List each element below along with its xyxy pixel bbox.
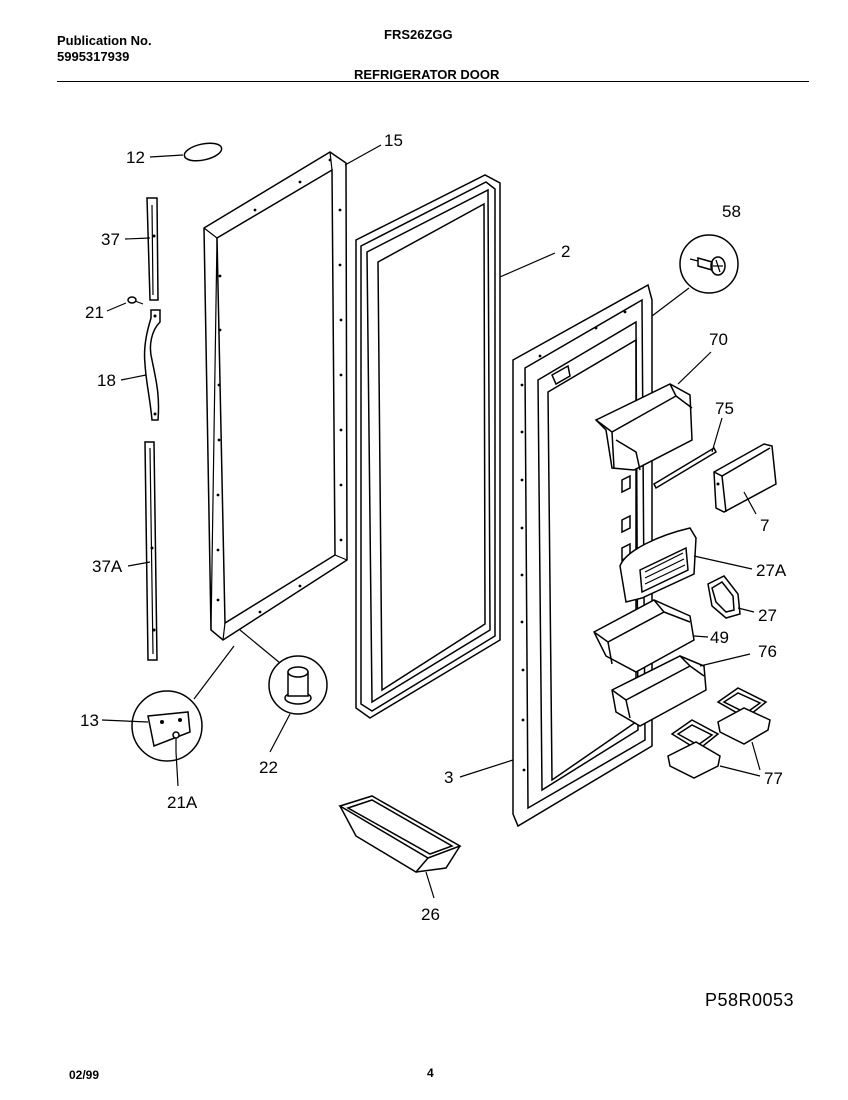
part-27a-dairy-door (619, 527, 697, 603)
callout-21: 21 (85, 303, 104, 322)
publication-number: 5995317939 (57, 49, 130, 64)
part-27-bracket (707, 575, 741, 619)
part-37-upper-trim (146, 197, 159, 301)
callout-3: 3 (444, 768, 453, 787)
callout-12: 12 (126, 148, 145, 167)
callout-77: 77 (764, 769, 783, 788)
part-12-plug (183, 142, 223, 162)
callout-15: 15 (384, 131, 403, 150)
part-37a-lower-trim (144, 441, 158, 661)
header-rule (57, 81, 809, 82)
part-26-tray (338, 795, 462, 873)
callout-75: 75 (715, 399, 734, 418)
model-number: FRS26ZGG (384, 27, 453, 42)
publication-label: Publication No. (57, 33, 152, 48)
part-58-screw (679, 234, 739, 294)
leader-lines (101, 144, 761, 899)
callout-27a: 27A (756, 561, 787, 580)
section-title: REFRIGERATOR DOOR (354, 67, 500, 82)
part-2-gasket (355, 174, 501, 719)
part-49-middle-bin (593, 599, 695, 673)
part-76-lower-bin (611, 655, 707, 727)
callout-49: 49 (710, 628, 729, 647)
callout-22: 22 (259, 758, 278, 777)
part-7-cover (713, 443, 777, 513)
callout-37: 37 (101, 230, 120, 249)
part-21-screw (127, 296, 144, 305)
part-15-door-frame (203, 151, 348, 641)
part-75-rail (653, 446, 717, 490)
callout-76: 76 (758, 642, 777, 661)
callout-18: 18 (97, 371, 116, 390)
callout-7: 7 (760, 516, 769, 535)
callout-13: 13 (80, 711, 99, 730)
callout-27: 27 (758, 606, 777, 625)
callout-37a: 37A (92, 557, 123, 576)
callout-58: 58 (722, 202, 741, 221)
footer-date: 02/99 (69, 1068, 100, 1082)
page-number: 4 (427, 1066, 434, 1080)
callout-labels: 12 15 37 21 18 37A 13 21A 22 2 58 70 75 … (80, 131, 787, 924)
part-18-handle (143, 309, 161, 421)
part-22-door-glide (268, 655, 328, 715)
part-77-pads (667, 687, 771, 779)
part-13-hinge (131, 690, 203, 762)
callout-2: 2 (561, 242, 570, 261)
part-70-upper-bin (594, 383, 693, 471)
diagram-code: P58R0053 (705, 990, 795, 1010)
callout-21a: 21A (167, 793, 198, 812)
part-3-door-liner (512, 283, 653, 828)
callout-70: 70 (709, 330, 728, 349)
callout-26: 26 (421, 905, 440, 924)
